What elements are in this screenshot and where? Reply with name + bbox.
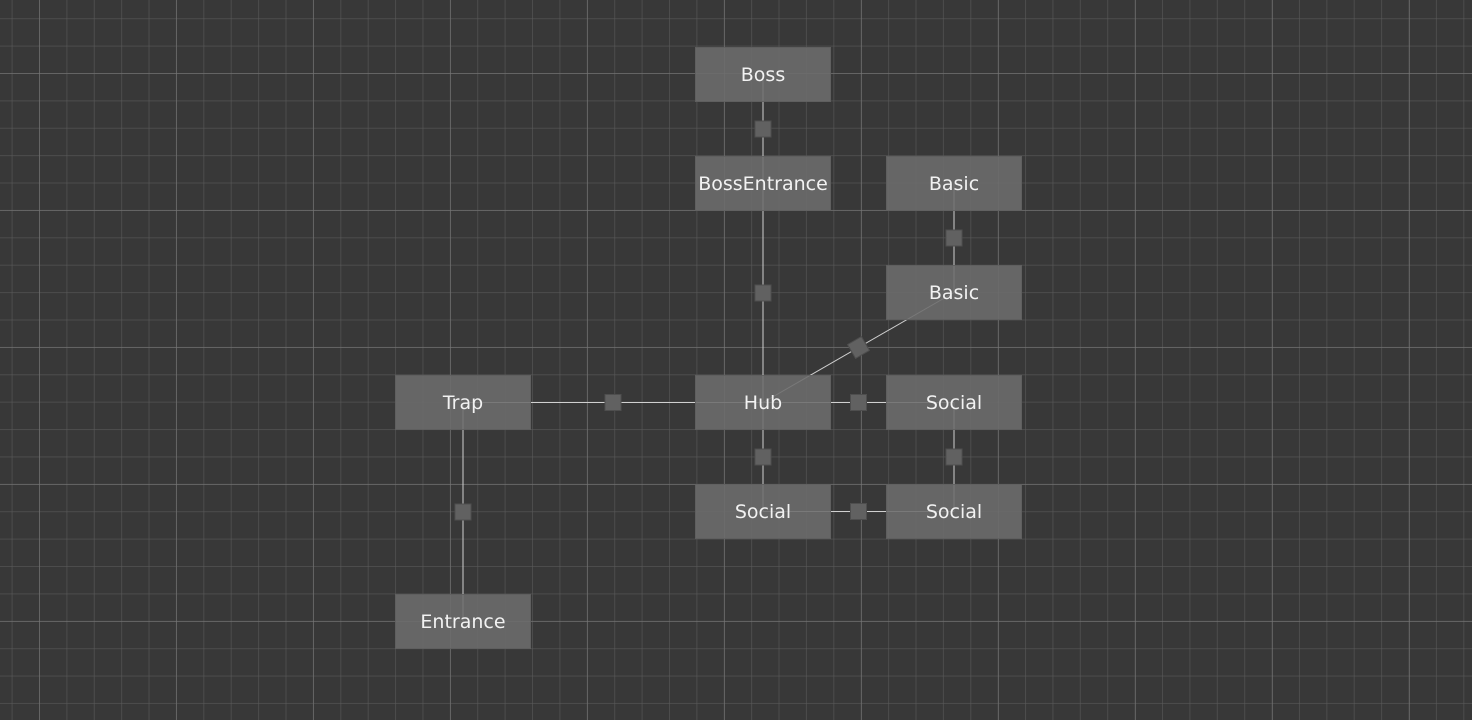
node-boss-entrance[interactable]: BossEntrance [695,156,831,211]
edge-connector-handle[interactable] [850,394,867,411]
node-entrance[interactable]: Entrance [395,594,531,649]
edge-connector-handle[interactable] [754,120,772,138]
edge-connector-handle[interactable] [754,284,772,302]
node-basic-top[interactable]: Basic [886,156,1022,211]
node-social-right[interactable]: Social [886,375,1022,430]
node-social-bottom-right[interactable]: Social [886,484,1022,539]
node-boss[interactable]: Boss [695,47,831,102]
edge-connector-handle[interactable] [754,448,772,466]
edge-connector-handle[interactable] [604,394,622,411]
edge-connector-handle[interactable] [945,229,963,247]
node-hub[interactable]: Hub [695,375,831,430]
node-trap[interactable]: Trap [395,375,531,430]
node-social-bottom[interactable]: Social [695,484,831,539]
edge-connector-handle[interactable] [945,448,963,466]
edge-connector-handle[interactable] [454,503,472,521]
node-basic-mid[interactable]: Basic [886,265,1022,320]
edge-connector-handle[interactable] [846,335,871,360]
edge-connector-handle[interactable] [850,503,867,520]
